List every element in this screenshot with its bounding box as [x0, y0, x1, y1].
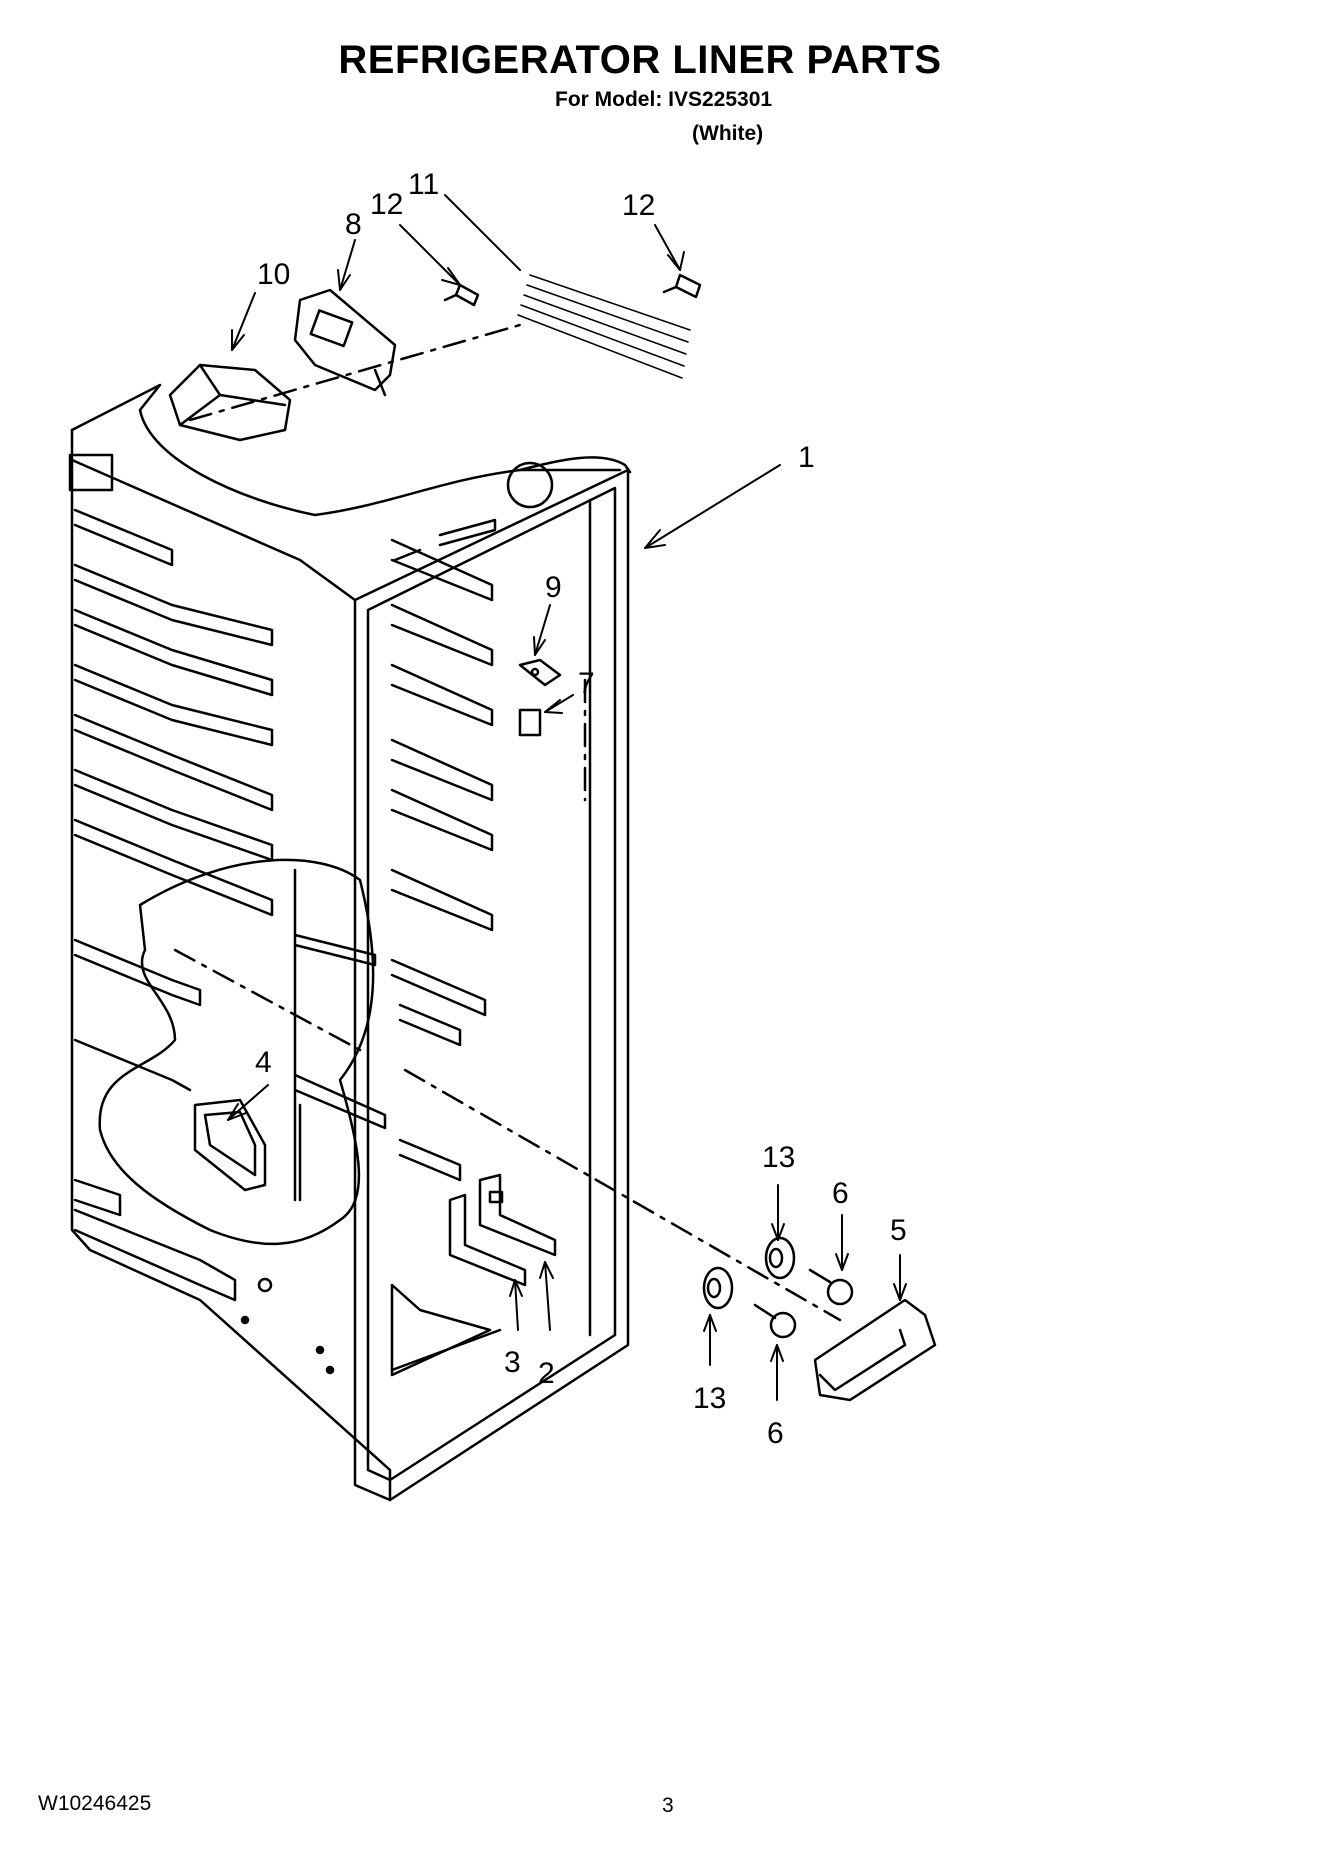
- callout-12-right: 12: [622, 189, 655, 222]
- pin-part-6-upper: [808, 1268, 854, 1306]
- callout-7: 7: [578, 667, 595, 700]
- pin-part-6-lower: [753, 1303, 797, 1339]
- bracket: [293, 288, 397, 397]
- callout-8: 8: [345, 208, 362, 241]
- screw-part-12-right: [662, 273, 702, 299]
- model-number: For Model: IVS225301: [555, 88, 773, 111]
- bracket-part-3: [448, 1193, 527, 1287]
- leader-lines: [227, 194, 907, 1401]
- callout-3: 3: [504, 1346, 521, 1379]
- callout-6-upper: 6: [832, 1177, 849, 1210]
- page-number: 3: [662, 1794, 674, 1817]
- model-variant: (White): [692, 122, 764, 145]
- callout-4: 4: [255, 1046, 272, 1079]
- callout-1: 1: [798, 441, 815, 474]
- gasket-strip: [517, 274, 691, 379]
- liner-body: [68, 323, 842, 1502]
- control-housing: [168, 363, 292, 442]
- callout-2: 2: [538, 1357, 555, 1390]
- callout-9: 9: [545, 571, 562, 604]
- callout-11: 11: [408, 168, 439, 201]
- document-number: W10246425: [38, 1792, 152, 1815]
- callout-12-left: 12: [370, 188, 403, 221]
- clip-part-9: [518, 658, 562, 687]
- light-housing: [193, 1098, 267, 1192]
- grommet-part-13-lower: [702, 1266, 734, 1310]
- screw-part-12-left: [443, 283, 480, 307]
- callout-10: 10: [257, 258, 290, 291]
- callout-13-lower: 13: [693, 1382, 726, 1415]
- callout-13-upper: 13: [762, 1141, 795, 1174]
- page-title: REFRIGERATOR LINER PARTS: [338, 38, 942, 82]
- grommet-part-13-upper: [764, 1236, 796, 1280]
- screw-part-7: [518, 708, 542, 737]
- bracket-part-2: [478, 1173, 557, 1257]
- callout-5: 5: [890, 1214, 907, 1247]
- light-shield: [813, 1298, 937, 1402]
- callout-6-lower: 6: [767, 1417, 784, 1450]
